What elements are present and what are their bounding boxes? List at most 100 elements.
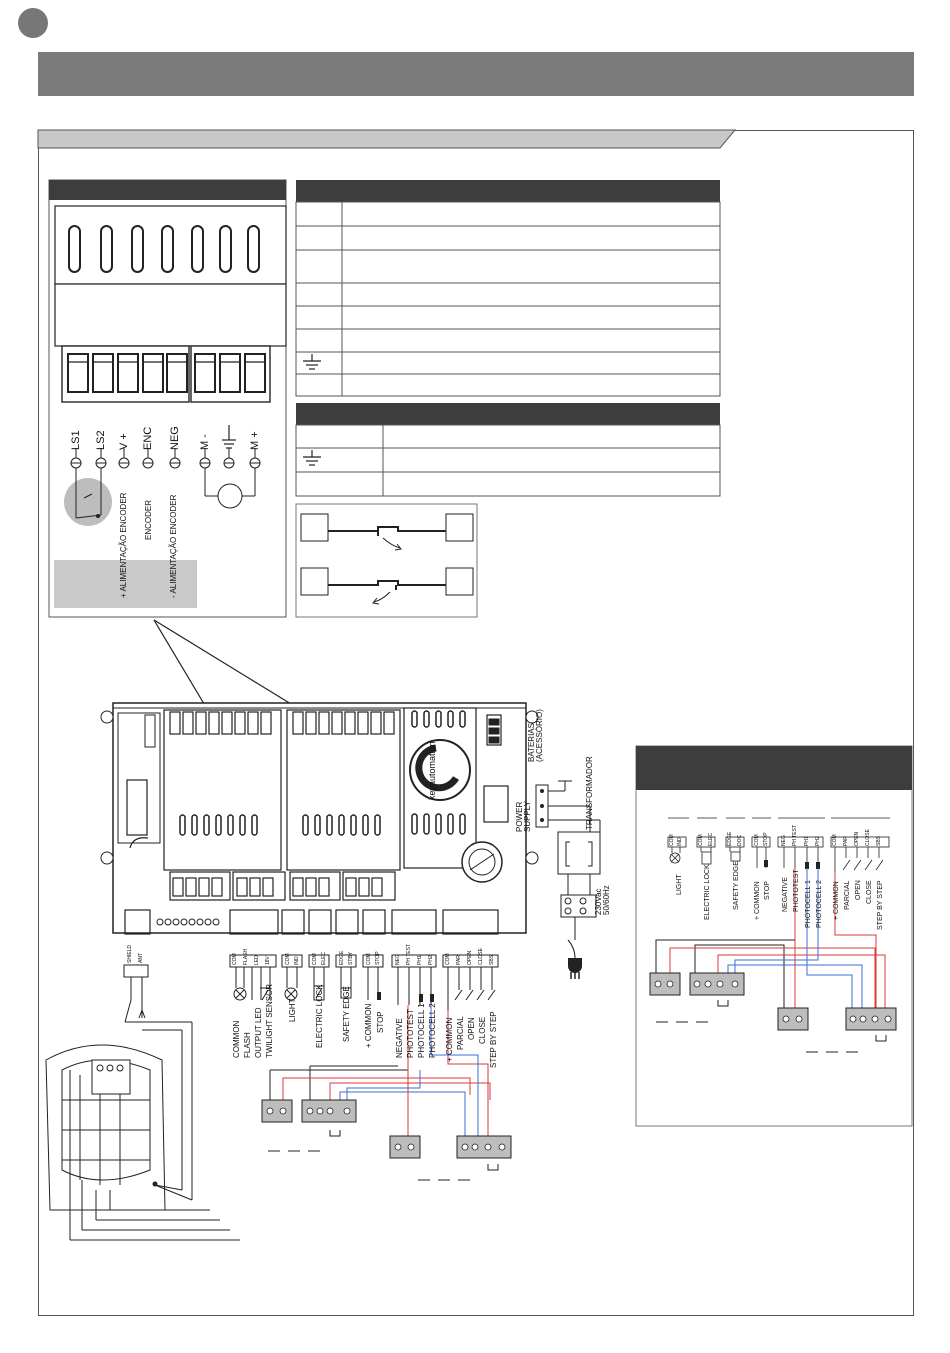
terminal-close: CLOSE — [478, 948, 484, 965]
label-step-by-step: STEP BY STEP — [489, 1011, 498, 1068]
terminal-cmd-com: COM — [445, 953, 451, 965]
label-photocell-2: PHOTOCELL 2 — [428, 1003, 437, 1058]
encoder-note-signal: ENCODER — [144, 499, 153, 540]
inset-terminal-elec: ELEC — [708, 832, 714, 846]
inset-terminal-com-2: COM — [698, 834, 704, 846]
terminal-ind: IND — [294, 956, 300, 965]
antenna-wiring — [45, 964, 240, 1241]
inset-terminal-ph1: PH1 — [804, 836, 810, 846]
encoder-note-minus: - ALIMENTAÇÃO ENCODER — [169, 494, 178, 598]
connector-label-enc: ENC — [142, 426, 154, 450]
terminal-led: LED — [254, 955, 260, 965]
terminal-shield: SHIELD — [127, 944, 133, 963]
connector-label-ls1: LS1 — [70, 430, 82, 450]
inset-terminal-ind: IND — [677, 837, 683, 846]
photocell-wiring — [269, 1005, 491, 1136]
inset-terminal-stop: STOP — [763, 832, 769, 846]
connector-label-ls2: LS2 — [95, 430, 107, 450]
label-negative: NEGATIVE — [395, 1018, 404, 1058]
label-cmd-common: + COMMON — [445, 1017, 454, 1062]
label-safety-edge: SAFETY EDGE — [342, 986, 351, 1042]
label-twilight-sensor: TWILIGHT SENSOR — [265, 983, 274, 1058]
terminal-18v: 18V — [265, 956, 271, 965]
inset-label-parcial: PARCIAL — [844, 880, 851, 910]
inset-label-photocell-2: PHOTOCELL 2 — [816, 880, 823, 928]
transformer-label: TRANSFORMADOR — [585, 756, 594, 830]
terminal-table-1 — [295, 180, 721, 397]
terminal-edge: EDGE — [339, 950, 345, 965]
inset-label-open: OPEN — [855, 880, 862, 900]
terminal-table-2 — [295, 403, 721, 497]
terminal-open: OPEN — [467, 950, 473, 965]
inset-label-common-2: + COMMON — [833, 881, 840, 920]
inset-terminal-neg: NEG — [781, 835, 787, 846]
connector-label-m-minus: M - — [199, 434, 211, 450]
label-stop: STOP — [376, 1011, 385, 1033]
terminal-ph1: PH1 — [417, 955, 423, 965]
label-phototest: PHOTOTEST — [406, 1009, 415, 1058]
terminal-stop-com: COM — [366, 953, 372, 965]
field-terminals — [229, 954, 499, 968]
inset-terminal-par: PAR — [843, 836, 849, 846]
jumper-diagram — [295, 503, 478, 618]
inset-terminal-com-1: COM — [669, 834, 675, 846]
inset-label-close: CLOSE — [866, 880, 873, 904]
label-parcial: PARCIAL — [456, 1016, 465, 1050]
inset-terminal-com-3: COM — [754, 834, 760, 846]
inset-terminal-com-4: COM — [832, 834, 838, 846]
connector-panel — [48, 179, 287, 618]
terminal-light-com: COM — [285, 953, 291, 965]
encoder-note-plus: + ALIMENTAÇÃO ENCODER — [119, 492, 128, 598]
terminal-ph-test: PH TEST — [406, 943, 412, 965]
batteries-label: BATERIAS (ACESSÓRIO) — [527, 709, 544, 762]
terminal-flash: FLASH — [243, 948, 249, 965]
label-light: LIGHT — [288, 998, 297, 1022]
inset-panel — [635, 745, 913, 1127]
terminal-sbs: SBS — [489, 954, 495, 965]
terminal-elec: ELEC — [321, 951, 327, 965]
inset-label-stop: STOP — [764, 881, 771, 900]
terminal-stop: STOP — [375, 951, 381, 965]
label-flash: FLASH — [243, 1032, 252, 1058]
power-wiring — [548, 780, 601, 959]
inset-label-light: LIGHT — [676, 874, 683, 895]
label-common: COMMON — [232, 1020, 241, 1058]
control-board — [100, 702, 549, 935]
terminal-ant: ANT — [138, 953, 144, 963]
label-photocell-1: PHOTOCELL 1 — [417, 1003, 426, 1058]
inset-terminal-doc: DOC — [737, 834, 743, 846]
inset-terminal-ph2: PH2 — [815, 836, 821, 846]
inset-label-phototest: PHOTOTEST — [793, 869, 800, 912]
terminal-ph2: PH2 — [428, 955, 434, 965]
inset-terminal-sbs: SBS — [876, 835, 882, 846]
power-supply-label: POWER SUPPLY — [515, 801, 532, 832]
inset-label-electric-lock: ELECTRIC LOCK — [704, 864, 711, 920]
connector-label-m-plus: M + — [249, 431, 261, 450]
page-badge — [18, 8, 48, 38]
inset-terminal-phtest: PH TEST — [792, 824, 798, 846]
label-close: CLOSE — [478, 1016, 487, 1044]
inset-terminal-edge: EDGE — [727, 831, 733, 846]
connector-label-v-plus: V + — [118, 433, 130, 450]
terminal-flash-com: COM — [232, 953, 238, 965]
terminal-par: PAR — [456, 955, 462, 965]
connector-label-neg: NEG — [169, 426, 181, 450]
inset-label-safety-edge: SAFETY EDGE — [733, 861, 740, 910]
inset-label-negative: NEGATIVE — [782, 877, 789, 912]
logo-text: keyautomation — [427, 741, 437, 800]
terminal-elock-com: COM — [312, 953, 318, 965]
label-electric-lock: ELECTRIC LOCK — [315, 984, 324, 1048]
section-tab — [37, 129, 737, 149]
inset-terminal-close: CLOSE — [865, 829, 871, 846]
inset-label-photocell-1: PHOTOCELL 1 — [805, 880, 812, 928]
inset-label-step-by-step: STEP BY STEP — [877, 880, 884, 930]
terminal-neg: NEG — [395, 954, 401, 965]
mains-label: 230Vac 50/60Hz — [594, 885, 611, 915]
terminal-stby: STBY — [348, 951, 354, 965]
inset-label-common-1: + COMMON — [754, 881, 761, 920]
label-output-led: OUTPUT LED — [254, 1007, 263, 1058]
inset-terminal-open: OPEN — [854, 831, 860, 846]
title-banner — [38, 52, 914, 96]
label-stop-common: + COMMON — [364, 1003, 373, 1048]
